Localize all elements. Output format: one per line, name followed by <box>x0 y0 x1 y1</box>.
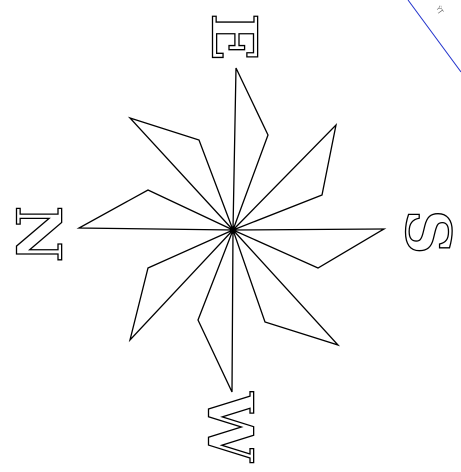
corner-text: ŸŢ <box>434 4 445 15</box>
compass-rays <box>79 68 384 392</box>
label-n: N <box>2 206 75 263</box>
compass-center <box>230 227 236 233</box>
corner-line <box>408 0 461 72</box>
label-e: E <box>198 13 271 60</box>
corner-fragment: ŸŢ <box>408 0 461 72</box>
label-w: W <box>194 391 267 463</box>
label-s: S <box>392 210 461 255</box>
